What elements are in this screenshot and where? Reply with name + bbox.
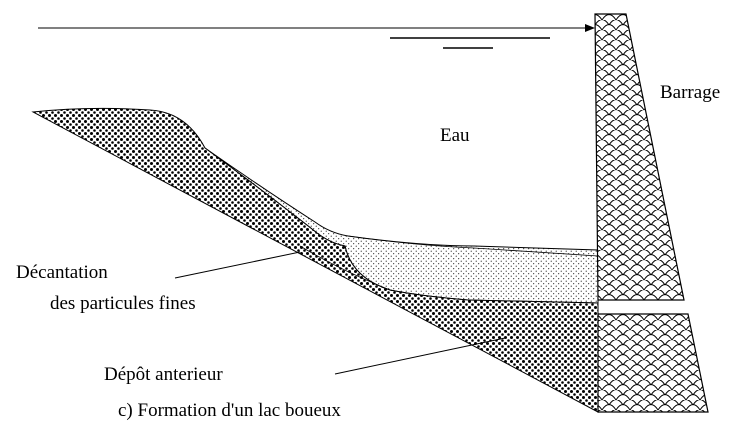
previous-deposit-layer [31,107,599,413]
dam-upper-section [594,13,685,301]
dam-lower-section [597,313,709,413]
previous-deposit-label: Dépôt anterieur [104,364,223,385]
settling-label-line1: Décantation [16,262,108,283]
fine-particles-sublayer-line [347,235,599,257]
deposit-leader-line [334,337,506,375]
deposit-interface-line [299,245,391,291]
water-label: Eau [440,125,470,146]
figure-caption: c) Formation d'un lac boueux [118,400,341,421]
settling-label-line2: des particules fines [50,293,196,314]
water-level-symbol [390,37,550,49]
dam-label: Barrage [660,82,720,103]
settling-leader-line [174,251,301,279]
